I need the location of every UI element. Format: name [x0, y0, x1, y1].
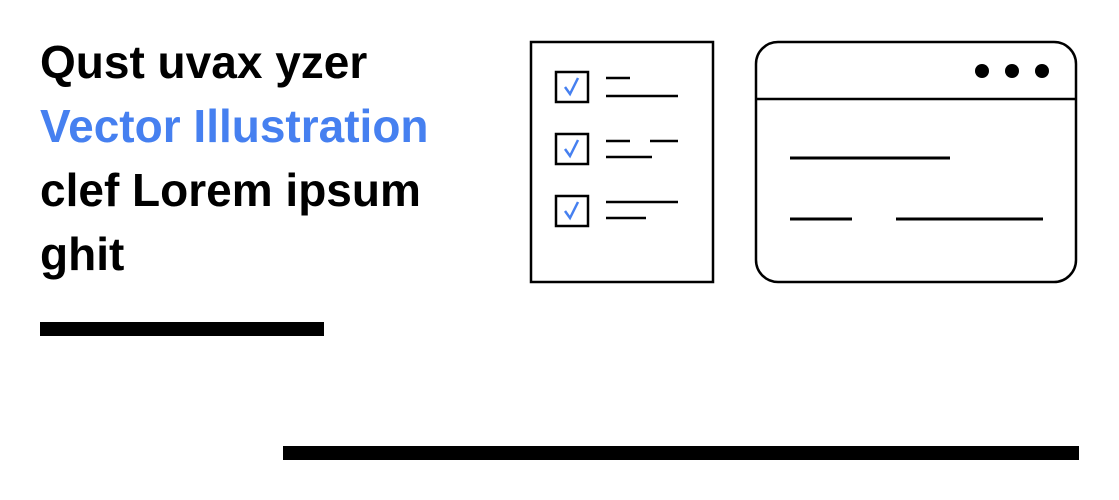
checkmark-icon: [563, 77, 580, 97]
checklist-item: [554, 70, 678, 104]
checkmark-icon: [563, 201, 580, 221]
browser-window-icon: [754, 40, 1078, 284]
headline-line-1: Qust uvax yzer: [40, 36, 368, 88]
headline-line-2-accent: Vector Illustration: [40, 100, 429, 152]
browser-dot-icon: [1005, 64, 1019, 78]
headline: Qust uvax yzer Vector Illustration clef …: [40, 30, 510, 286]
checklist-item: [554, 132, 678, 166]
checklist-item: [554, 194, 678, 228]
checkbox: [554, 132, 590, 166]
checkbox: [554, 194, 590, 228]
underline-bar: [40, 322, 324, 336]
checkbox: [554, 70, 590, 104]
checklist-document-icon: [529, 40, 715, 284]
browser-dot-icon: [975, 64, 989, 78]
checkmark-icon: [563, 139, 580, 159]
headline-line-4: ghit: [40, 228, 125, 280]
document-sheet: [529, 40, 715, 284]
bottom-divider-bar: [283, 446, 1079, 460]
browser-dot-icon: [1035, 64, 1049, 78]
headline-line-3: clef Lorem ipsum: [40, 164, 421, 216]
browser-frame: [754, 40, 1078, 284]
